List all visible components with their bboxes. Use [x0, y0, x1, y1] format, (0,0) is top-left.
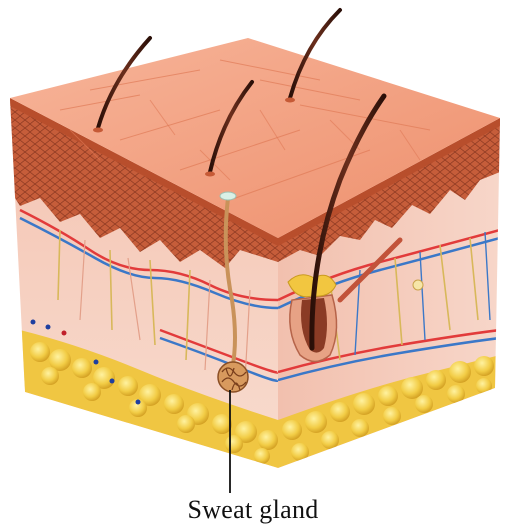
- sweat-gland-coil: [218, 362, 248, 392]
- sweat-gland-label: Sweat gland: [0, 495, 506, 525]
